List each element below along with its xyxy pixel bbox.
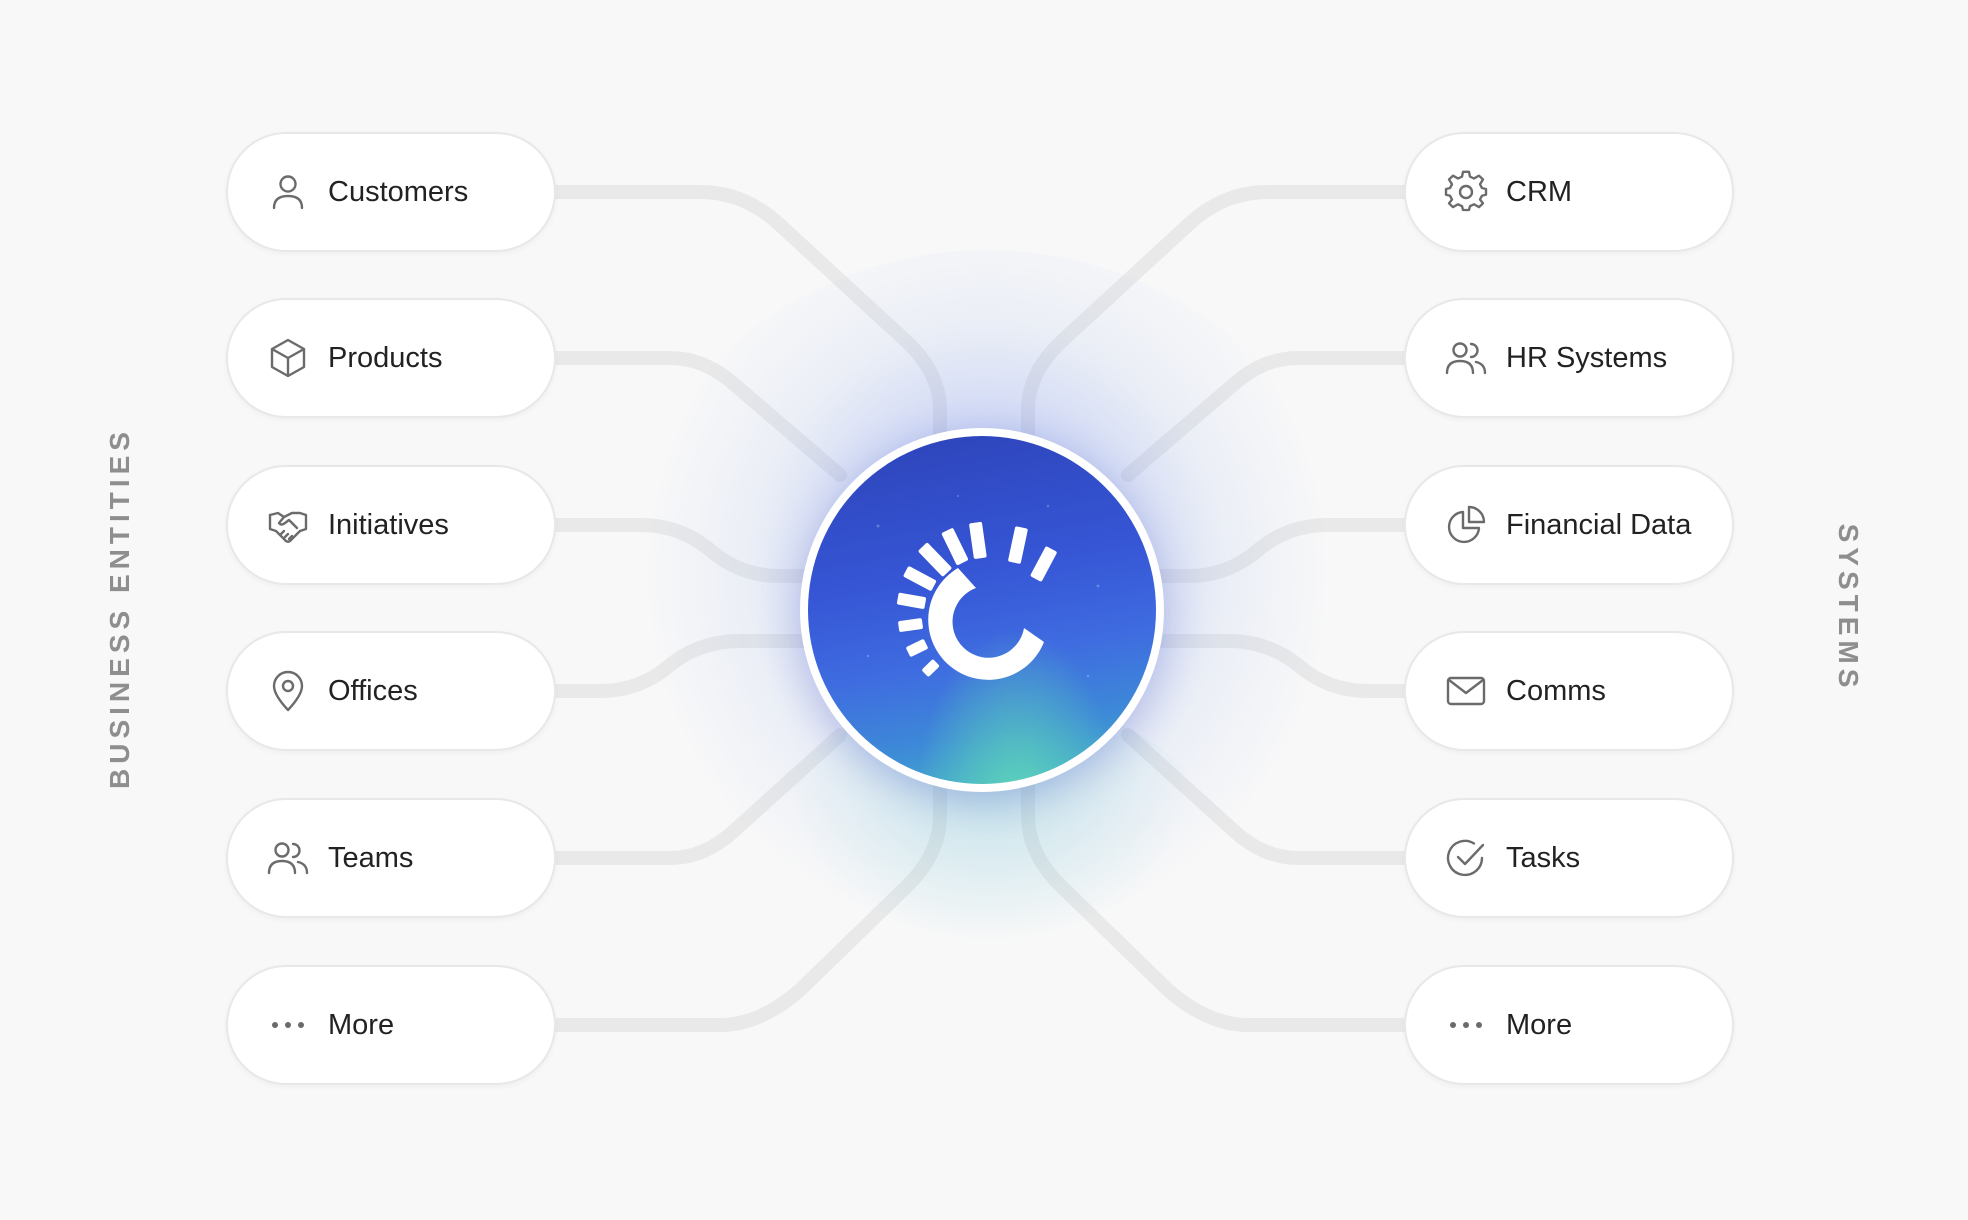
entity-label: Products [328, 341, 443, 374]
entity-label: More [328, 1008, 395, 1041]
connector-offices [549, 634, 817, 698]
entity-teams[interactable]: Teams [226, 798, 556, 918]
system-label: Comms [1506, 674, 1606, 707]
connector-more-left [549, 778, 947, 1032]
users-icon [1444, 336, 1488, 380]
more-icon [266, 1003, 310, 1047]
system-label: More [1506, 1008, 1573, 1041]
user-icon [266, 170, 310, 214]
c-logo-icon [866, 495, 1100, 680]
system-label: Financial Data [1506, 508, 1692, 541]
mail-icon [1444, 669, 1488, 713]
users-icon [266, 836, 310, 880]
system-label: Tasks [1506, 841, 1581, 874]
hub-logo-background [808, 436, 1156, 784]
connector-teams [549, 728, 847, 865]
entity-label: Teams [328, 841, 414, 874]
system-tasks[interactable]: Tasks [1404, 798, 1734, 918]
connector-more-right [1021, 778, 1419, 1032]
pie-chart-icon [1444, 503, 1488, 547]
gear-icon [1444, 170, 1488, 214]
map-pin-icon [266, 669, 310, 713]
system-more[interactable]: More [1404, 965, 1734, 1085]
connector-hr [1121, 351, 1419, 482]
connector-comms [1151, 634, 1419, 698]
systems-label: SYSTEMS [1833, 523, 1864, 693]
entity-label: Customers [328, 175, 469, 208]
system-hr[interactable]: HR Systems [1404, 298, 1734, 418]
box-icon [266, 336, 310, 380]
entity-initiatives[interactable]: Initiatives [226, 465, 556, 585]
system-comms[interactable]: Comms [1404, 631, 1734, 751]
connector-tasks [1121, 728, 1419, 865]
connector-products [549, 351, 847, 482]
connector-initiatives [549, 518, 817, 583]
entity-more[interactable]: More [226, 965, 556, 1085]
entity-label: Initiatives [328, 508, 449, 541]
system-label: CRM [1506, 175, 1573, 208]
connector-crm [1021, 185, 1419, 447]
entity-products[interactable]: Products [226, 298, 556, 418]
check-circle-icon [1444, 836, 1488, 880]
system-financial-data[interactable]: Financial Data [1404, 465, 1734, 585]
connector-customers [549, 185, 947, 447]
business-entities-label: BUSINESS ENTITIES [104, 427, 135, 789]
system-crm[interactable]: CRM [1404, 132, 1734, 252]
more-icon [1444, 1003, 1488, 1047]
entity-label: Offices [328, 674, 418, 707]
connector-financial [1151, 518, 1419, 583]
hub-circle[interactable] [800, 428, 1164, 792]
entity-customers[interactable]: Customers [226, 132, 556, 252]
handshake-icon [266, 503, 310, 547]
system-label: HR Systems [1506, 341, 1668, 374]
entity-offices[interactable]: Offices [226, 631, 556, 751]
